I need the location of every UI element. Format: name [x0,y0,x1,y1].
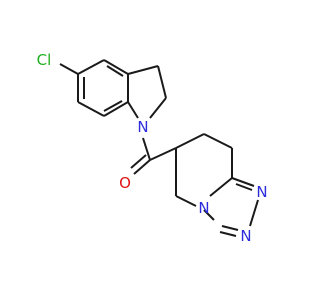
bond [209,177,233,197]
carbonyl-bond [133,159,151,175]
bond [127,65,159,75]
bond [77,101,105,117]
bond [127,101,139,119]
bond [235,183,253,191]
bond [175,133,205,149]
bond [203,133,233,149]
indoline-nitrogen-label: N [137,118,148,136]
n-carbonyl-bond [142,137,151,161]
bond [219,231,237,237]
c-cl-bond [59,63,79,75]
carbonyl-bond-2 [130,154,147,169]
aromatic-bond [103,100,123,112]
bond [103,101,129,117]
bond [249,199,259,227]
triazole-bridge-nitrogen-label: N [198,199,209,217]
triazole-lower-nitrogen-label: N [240,227,251,245]
aromatic-bond [106,65,124,77]
molecule-structure: Cl N O N N N [37,51,268,245]
carbonyl-ring-bond [149,147,177,161]
bond [203,209,215,221]
bond [103,59,129,75]
triazole-upper-nitrogen-label: N [256,183,267,201]
bond [231,177,255,187]
bond [77,59,105,75]
bond [175,195,197,207]
tetrahydro-ring [175,133,233,207]
bond [149,97,167,119]
carbonyl-oxygen-label: O [119,174,131,192]
bond [221,225,239,231]
bond [157,65,167,99]
chlorine-label: Cl [37,51,52,69]
triazole-ring [203,177,259,237]
benzene-ring [77,59,129,117]
pyrroline-ring [127,65,167,119]
